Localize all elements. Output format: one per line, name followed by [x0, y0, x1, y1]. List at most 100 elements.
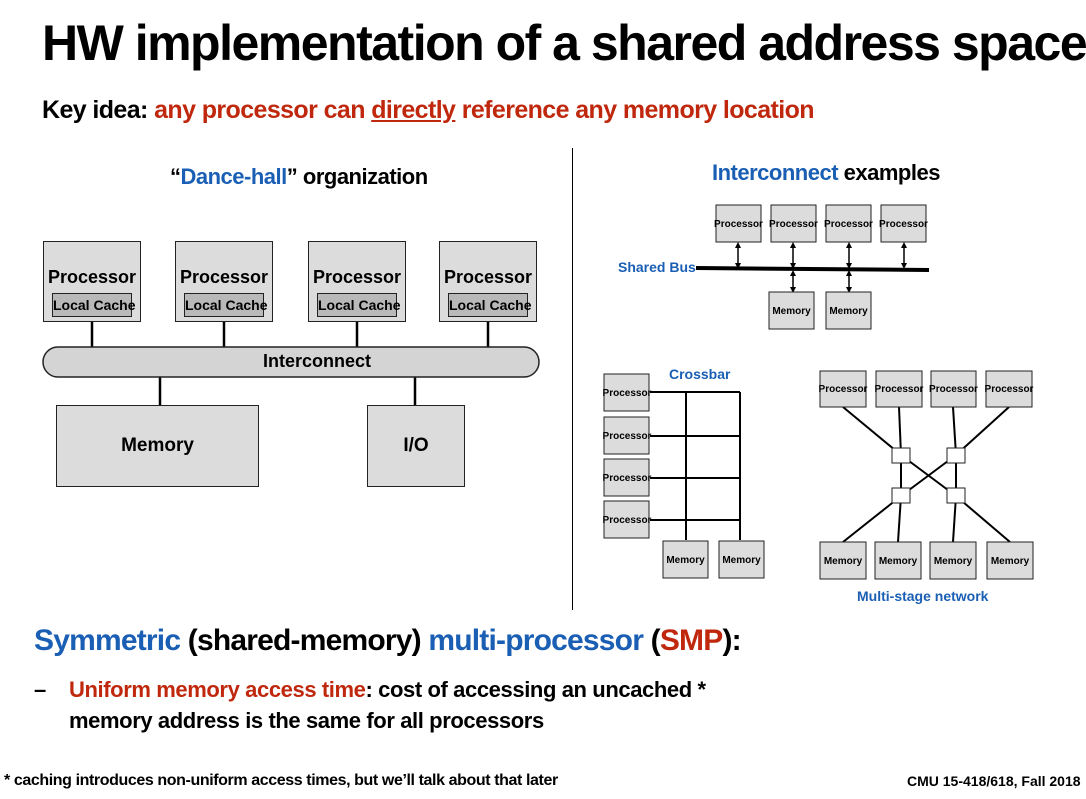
msn-link-11	[952, 495, 957, 543]
msn-processor-4	[985, 370, 1033, 408]
quote-open: “	[170, 164, 181, 189]
smp-shared-memory: (shared-memory)	[180, 624, 429, 657]
slide-title: HW implementation of a shared address sp…	[42, 15, 1086, 71]
smp-symmetric: Symmetric	[34, 624, 181, 657]
crossbar-label: Crossbar	[669, 366, 731, 382]
msn-link-3	[952, 406, 957, 456]
smp-multiprocessor: multi-processor	[428, 624, 644, 657]
interconnect-bus	[42, 346, 540, 378]
xbar-processor-label-2: Processor	[603, 431, 652, 442]
msn-memory-1	[819, 541, 867, 580]
bus-processor-label-2: Processor	[769, 219, 818, 230]
bus-processor-4	[880, 204, 927, 243]
memory-box: Memory	[56, 405, 259, 487]
msn-memory-2	[874, 541, 922, 580]
footnote: * caching introduces non-uniform access …	[4, 772, 558, 789]
processor-label: Processor	[312, 267, 402, 287]
xbar-processor-label-4: Processor	[603, 515, 652, 526]
msn-processor-label-1: Processor	[819, 384, 868, 395]
local-cache-label: Local Cache	[318, 297, 401, 313]
msn-memory-4	[986, 541, 1034, 580]
xbar-memory-1	[662, 540, 709, 579]
io-label: I/O	[403, 435, 429, 456]
local-cache-label: Local Cache	[53, 297, 136, 313]
shared-bus-line	[695, 266, 930, 272]
uniform-access-bullet: –Uniform memory access time: cost of acc…	[34, 674, 706, 736]
bus-memory-label-2: Memory	[829, 306, 868, 317]
msn-switch-3	[891, 487, 911, 504]
msn-processor-label-4: Processor	[985, 384, 1034, 395]
bus-memory-label-1: Memory	[772, 306, 811, 317]
xbar-processor-4	[603, 500, 650, 539]
key-idea-pre: any processor can	[154, 96, 365, 124]
smp-heading: Symmetric (shared-memory) multi-processo…	[34, 624, 742, 658]
bullet-dash: –	[34, 677, 46, 702]
bus-processor-label-1: Processor	[714, 219, 763, 230]
bus-processor-label-3: Processor	[824, 219, 873, 230]
dance-hall-word: Dance-hall	[180, 164, 288, 189]
multistage-label: Multi-stage network	[857, 588, 989, 604]
xbar-processor-1	[603, 373, 650, 412]
msn-memory-3	[929, 541, 977, 580]
processor-label: Processor	[443, 267, 533, 287]
smp-paren-close: ):	[722, 624, 741, 657]
xbar-processor-label-3: Processor	[603, 473, 652, 484]
memory-label: Memory	[121, 435, 194, 456]
examples-word: examples	[838, 160, 941, 185]
xbar-memory-label-1: Memory	[666, 555, 705, 566]
xbar-processor-3	[603, 458, 650, 497]
dance-hall-rest: ” organization	[286, 164, 428, 189]
column-divider	[572, 148, 573, 610]
msn-link-9	[842, 495, 902, 543]
msn-processor-1	[819, 370, 867, 408]
bus-processor-label-4: Processor	[879, 219, 928, 230]
msn-switch-1	[891, 447, 911, 464]
dance-hall-heading: “Dance-hall” organization	[170, 164, 428, 190]
smp-paren-open: (	[643, 624, 661, 657]
msn-processor-2	[875, 370, 923, 408]
xbar-memory-label-2: Memory	[722, 555, 761, 566]
io-box: I/O	[367, 405, 465, 487]
local-cache: Local Cache	[52, 293, 136, 317]
bullet-line1: : cost of accessing an uncached *	[365, 677, 707, 702]
local-cache: Local Cache	[448, 293, 532, 317]
smp-acronym: SMP	[659, 624, 723, 657]
processor-label: Processor	[47, 267, 137, 287]
processor-2: Processor Local Cache	[175, 241, 273, 322]
dance-hall-diagram	[42, 321, 540, 405]
interconnect-examples-diagram: Processor Processor Processor Processor …	[603, 204, 1034, 580]
shared-bus-label: Shared Bus	[618, 259, 696, 275]
processor-label: Processor	[179, 267, 269, 287]
xbar-processor-label-1: Processor	[603, 388, 652, 399]
msn-memory-label-3: Memory	[934, 556, 973, 567]
processor-4: Processor Local Cache	[439, 241, 537, 322]
msn-switch-2	[946, 447, 966, 464]
msn-memory-label-2: Memory	[879, 556, 918, 567]
msn-switch-4	[946, 487, 966, 504]
xbar-processor-2	[603, 416, 650, 455]
bus-memory-1	[768, 291, 815, 330]
key-idea-label: Key idea:	[42, 96, 148, 124]
xbar-memory-2	[718, 540, 765, 579]
bus-processor-2	[770, 204, 817, 243]
msn-processor-3	[930, 370, 977, 408]
course-label: CMU 15-418/618, Fall 2018	[907, 773, 1081, 789]
interconnect-examples-heading: Interconnect examples	[712, 160, 940, 186]
local-cache-label: Local Cache	[185, 297, 268, 313]
bus-processor-3	[825, 204, 872, 243]
key-idea-underlined: directly	[371, 96, 456, 124]
key-idea: Key idea: any processor can directly ref…	[42, 96, 815, 125]
bus-memory-2	[825, 291, 872, 330]
bullet-uniform-access: Uniform memory access time	[69, 677, 366, 702]
bus-processor-1	[715, 204, 762, 243]
processor-1: Processor Local Cache	[43, 241, 141, 322]
local-cache-label: Local Cache	[449, 297, 532, 313]
msn-link-1	[842, 406, 902, 456]
local-cache: Local Cache	[184, 293, 268, 317]
msn-memory-label-1: Memory	[824, 556, 863, 567]
key-idea-post: reference any memory location	[461, 96, 815, 124]
interconnect-word: Interconnect	[712, 160, 839, 185]
msn-memory-label-4: Memory	[991, 556, 1030, 567]
local-cache: Local Cache	[317, 293, 401, 317]
interconnect-label: Interconnect	[263, 351, 372, 371]
